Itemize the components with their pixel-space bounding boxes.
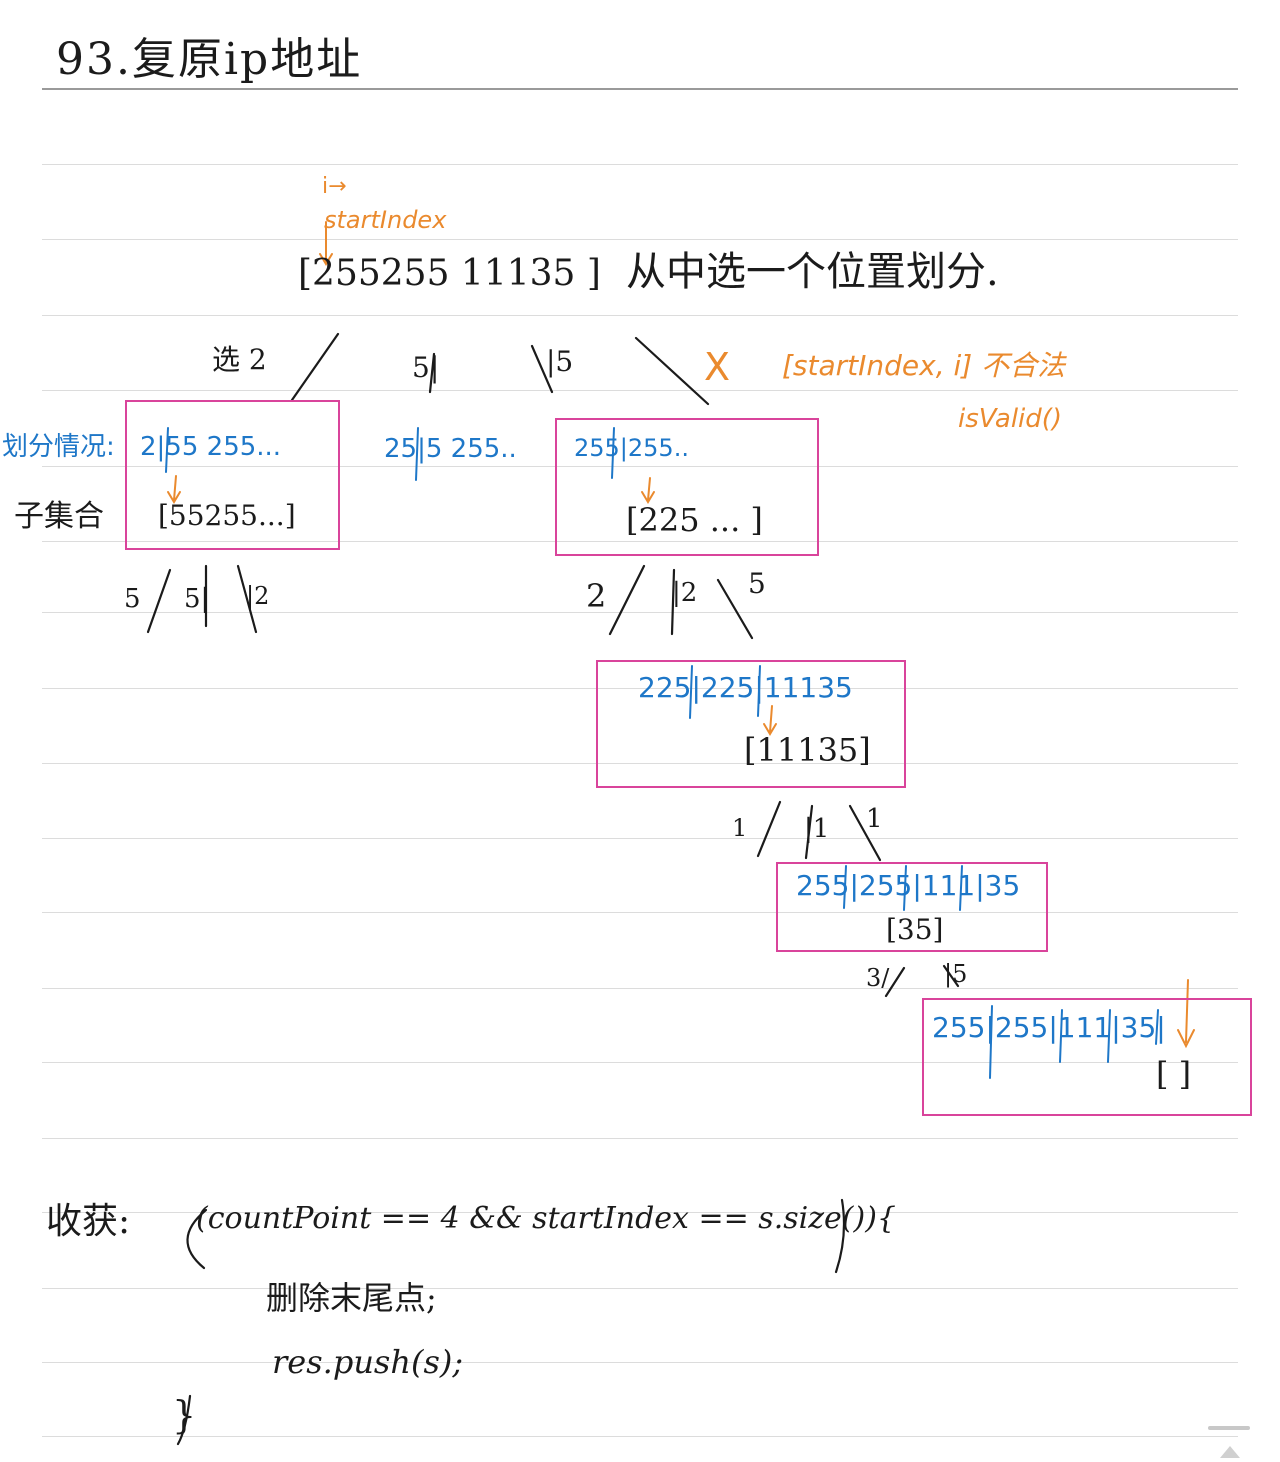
subset-label: 子集合 xyxy=(14,499,104,534)
code-close-brace: } xyxy=(172,1393,197,1437)
ruled-line xyxy=(42,1288,1238,1289)
ruled-line xyxy=(42,164,1238,165)
ruled-line xyxy=(42,466,1238,467)
ruled-line xyxy=(42,390,1238,391)
node-1-subset: [55255...] xyxy=(158,499,296,532)
i-arrow-label: i→ xyxy=(322,174,347,199)
node-box-6 xyxy=(922,998,1252,1116)
ruled-line xyxy=(42,763,1238,764)
ruled-line xyxy=(42,912,1238,913)
start-index-label: startIndex xyxy=(324,206,447,234)
node-2-split: 25|5 255.. xyxy=(384,434,517,464)
invalid-x-mark: X xyxy=(704,345,731,389)
range-invalid-note: [startIndex, i] 不合法 xyxy=(782,349,1066,382)
node-3-subset: [225 ... ] xyxy=(626,501,763,539)
node-5-split: 255|255|111|35 xyxy=(796,869,1021,902)
n4-child-label: 1 xyxy=(866,804,883,834)
n1-child-label: |2 xyxy=(246,582,270,610)
harvest-label: 收获: xyxy=(46,1201,131,1242)
page-title: 93.复原ip地址 xyxy=(56,34,363,85)
is-valid-note: isValid() xyxy=(958,404,1063,434)
n3-child-label: 5 xyxy=(748,567,766,600)
node-4-split: 225|225|11135 xyxy=(638,671,853,704)
code-line-push: res.push(s); xyxy=(272,1343,464,1381)
node-5-subset: [35] xyxy=(886,913,944,946)
n3-child-label: 2 xyxy=(586,577,607,615)
branch-5-label: 5| xyxy=(412,351,440,384)
harvest-condition: (countPoint == 4 && startIndex == s.size… xyxy=(196,1201,896,1236)
ruled-line xyxy=(42,612,1238,613)
ruled-line xyxy=(42,1436,1238,1437)
description-text: 从中选一个位置划分. xyxy=(626,249,999,295)
n5-child-label: |5 xyxy=(944,960,968,988)
code-line-remove-dot: 删除末尾点; xyxy=(266,1279,437,1317)
node-1-split: 2|55 255... xyxy=(140,432,282,462)
ruled-line xyxy=(42,315,1238,316)
scroll-up-icon[interactable] xyxy=(1220,1446,1240,1458)
node-box-5 xyxy=(776,862,1048,952)
ruled-line xyxy=(42,1212,1238,1213)
node-6-split: 255|255|111|35| xyxy=(932,1011,1166,1044)
ruled-line xyxy=(42,1138,1238,1139)
n4-child-label: 1 xyxy=(732,814,748,842)
ruled-line xyxy=(42,541,1238,542)
ruled-line xyxy=(42,988,1238,989)
n1-child-label: 5 xyxy=(124,584,141,614)
node-box-1 xyxy=(125,400,340,550)
ruled-line xyxy=(42,1062,1238,1063)
input-array: [255255 11135 ] xyxy=(298,253,601,294)
node-4-subset: [11135] xyxy=(744,731,871,769)
title-underline xyxy=(42,88,1238,90)
branch-5b-label: |5 xyxy=(546,345,574,378)
node-box-3 xyxy=(555,418,819,556)
node-box-4 xyxy=(596,660,906,788)
split-case-label: 划分情况: xyxy=(2,432,115,462)
choose-2-label: 选 2 xyxy=(212,343,267,376)
node-6-subset: [ ] xyxy=(1156,1055,1192,1093)
ruled-line xyxy=(42,239,1238,240)
ruled-line xyxy=(42,1362,1238,1363)
n4-child-label: |1 xyxy=(804,814,830,844)
scroll-handle[interactable] xyxy=(1208,1426,1250,1430)
n5-child-label: 3/ xyxy=(866,964,890,992)
node-3-split: 255|255.. xyxy=(574,434,689,462)
ruled-line xyxy=(42,838,1238,839)
ruled-line xyxy=(42,688,1238,689)
n1-child-label: 5| xyxy=(184,584,210,614)
n3-child-label: |2 xyxy=(672,578,698,608)
